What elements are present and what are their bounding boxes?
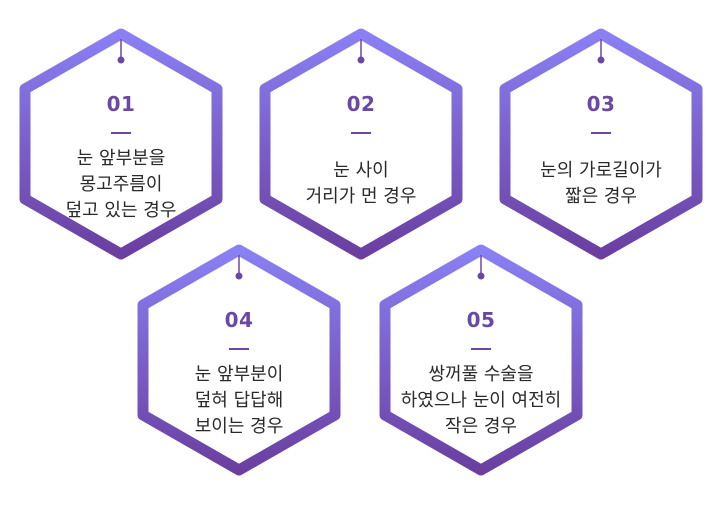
hexagon-border bbox=[259, 28, 463, 260]
item-number: 02 bbox=[346, 92, 376, 116]
connector-dot bbox=[597, 56, 605, 64]
description-line: 덮고 있는 경우 bbox=[65, 200, 177, 221]
item-number: 04 bbox=[224, 308, 254, 332]
hexagon-border bbox=[379, 244, 583, 476]
item-number: 05 bbox=[466, 308, 496, 332]
divider-dash bbox=[111, 132, 131, 134]
description-line: 보이는 경우 bbox=[194, 416, 284, 437]
description-line: 눈 앞부분이 bbox=[194, 364, 284, 385]
description-line: 짧은 경우 bbox=[565, 186, 637, 207]
description-line: 쌍꺼풀 수술을 bbox=[428, 364, 534, 385]
hexagon-outline bbox=[19, 28, 223, 260]
description-line: 눈 사이 bbox=[333, 160, 389, 181]
divider-dash bbox=[471, 348, 491, 350]
hexagon-outline bbox=[259, 28, 463, 260]
description-line: 몽고주름이 bbox=[79, 174, 163, 195]
item-number: 01 bbox=[106, 92, 136, 116]
divider-dash bbox=[351, 132, 371, 134]
description-line: 하였으나 눈이 여전히 bbox=[400, 390, 562, 411]
item-number: 03 bbox=[586, 92, 616, 116]
hexagon-outline bbox=[379, 244, 583, 476]
divider-dash bbox=[229, 348, 249, 350]
connector-dot bbox=[357, 56, 365, 64]
hexagon-border bbox=[19, 28, 223, 260]
hexagon-outline bbox=[499, 28, 703, 260]
description-line: 눈 앞부분을 bbox=[76, 148, 166, 169]
description-line: 덮혀 답답해 bbox=[194, 390, 284, 411]
description-line: 거리가 먼 경우 bbox=[305, 186, 417, 207]
divider-dash bbox=[591, 132, 611, 134]
connector-dot bbox=[477, 272, 485, 280]
connector-dot bbox=[117, 56, 125, 64]
hexagon-outline bbox=[137, 244, 341, 476]
hexagon-border bbox=[499, 28, 703, 260]
description-line: 눈의 가로길이가 bbox=[540, 160, 662, 181]
description-line: 작은 경우 bbox=[445, 416, 517, 437]
connector-dot bbox=[235, 272, 243, 280]
hexagon-border bbox=[137, 244, 341, 476]
